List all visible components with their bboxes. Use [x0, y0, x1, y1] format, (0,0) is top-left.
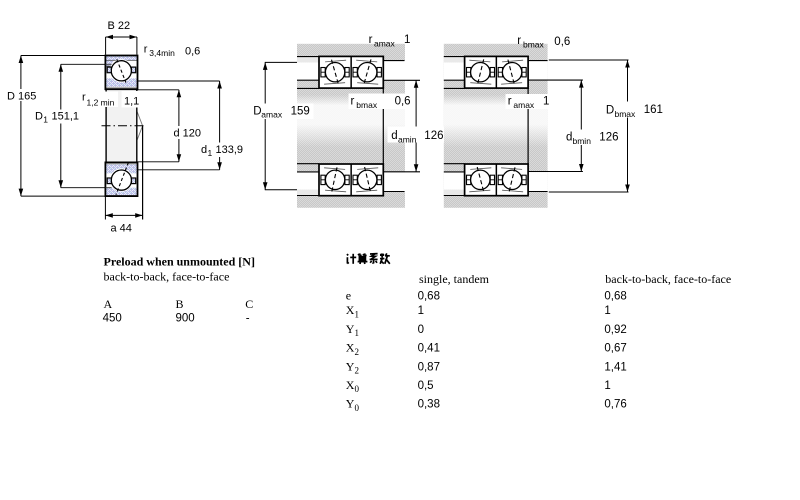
svg-text:3,4min: 3,4min	[149, 48, 175, 58]
svg-text:0,68: 0,68	[604, 291, 626, 303]
svg-text:1: 1	[404, 34, 410, 46]
svg-text:amax: amax	[261, 110, 283, 120]
svg-text:d 120: d 120	[174, 127, 202, 139]
svg-text:amin: amin	[398, 135, 417, 145]
svg-text:d: d	[391, 130, 397, 142]
svg-text:A: A	[104, 297, 113, 311]
svg-text:900: 900	[176, 313, 195, 325]
svg-text:0,76: 0,76	[604, 399, 626, 411]
svg-text:0,92: 0,92	[604, 324, 626, 336]
svg-text:r: r	[144, 44, 148, 56]
svg-text:d: d	[566, 131, 572, 143]
svg-text:back-to-back, face-to-face: back-to-back, face-to-face	[104, 269, 230, 283]
svg-text:0,6: 0,6	[554, 36, 570, 48]
svg-text:0,38: 0,38	[418, 399, 440, 411]
svg-text:1: 1	[43, 115, 48, 125]
svg-text:1: 1	[355, 328, 360, 338]
svg-text:0,87: 0,87	[418, 361, 440, 373]
svg-text:0,6: 0,6	[185, 45, 200, 57]
svg-text:1,41: 1,41	[604, 361, 626, 373]
svg-text:single, tandem: single, tandem	[419, 272, 490, 286]
svg-text:0,41: 0,41	[418, 343, 440, 355]
svg-text:1,1: 1,1	[124, 96, 139, 108]
svg-text:1: 1	[604, 305, 610, 317]
svg-text:0,68: 0,68	[418, 291, 440, 303]
svg-text:B 22: B 22	[108, 20, 131, 32]
svg-text:X: X	[346, 303, 355, 317]
svg-text:bmax: bmax	[615, 109, 637, 119]
svg-text:2: 2	[355, 347, 360, 357]
svg-text:d: d	[201, 144, 207, 156]
svg-text:r: r	[351, 96, 355, 108]
svg-text:0: 0	[355, 384, 360, 394]
svg-text:r: r	[517, 35, 521, 47]
svg-text:Y: Y	[346, 359, 355, 373]
svg-text:151,1: 151,1	[52, 111, 80, 123]
svg-text:1: 1	[543, 96, 549, 108]
svg-text:161: 161	[644, 104, 663, 116]
svg-text:B: B	[176, 297, 184, 311]
svg-text:a 44: a 44	[111, 223, 132, 235]
svg-text:Preload when unmounted [N]: Preload when unmounted [N]	[104, 255, 255, 269]
svg-text:C: C	[245, 297, 253, 311]
svg-text:126: 126	[599, 131, 618, 143]
svg-text:bmax: bmax	[356, 100, 378, 110]
svg-text:D: D	[253, 105, 261, 117]
svg-text:r: r	[82, 92, 86, 104]
svg-text:amax: amax	[374, 38, 396, 48]
svg-text:126: 126	[424, 130, 443, 142]
svg-text:1: 1	[418, 305, 424, 317]
svg-text:D: D	[606, 105, 614, 117]
svg-text:Y: Y	[346, 397, 355, 411]
svg-text:amax: amax	[513, 100, 535, 110]
svg-text:Y: Y	[346, 322, 355, 336]
svg-text:r: r	[369, 34, 373, 46]
svg-text:0,67: 0,67	[604, 343, 626, 355]
svg-text:X: X	[346, 378, 355, 392]
svg-text:D: D	[35, 111, 43, 123]
svg-text:1: 1	[604, 380, 610, 392]
svg-text:450: 450	[103, 313, 122, 325]
svg-text:D 165: D 165	[7, 91, 36, 103]
svg-text:r: r	[508, 96, 512, 108]
svg-text:bmax: bmax	[523, 40, 545, 50]
svg-text:1,2 min: 1,2 min	[87, 98, 115, 108]
svg-text:1: 1	[208, 148, 213, 158]
svg-text:2: 2	[355, 366, 360, 376]
svg-text:bmin: bmin	[573, 136, 592, 146]
svg-text:159: 159	[291, 105, 310, 117]
svg-text:0: 0	[355, 403, 360, 413]
svg-text:0,5: 0,5	[418, 380, 434, 392]
svg-text:1: 1	[355, 309, 360, 319]
svg-text:133,9: 133,9	[216, 144, 244, 156]
svg-text:0,6: 0,6	[395, 96, 411, 108]
svg-text:e: e	[346, 289, 351, 303]
svg-text:X: X	[346, 341, 355, 355]
svg-text:-: -	[246, 313, 250, 325]
svg-text:0: 0	[418, 324, 424, 336]
svg-text:back-to-back, face-to-face: back-to-back, face-to-face	[605, 272, 731, 286]
